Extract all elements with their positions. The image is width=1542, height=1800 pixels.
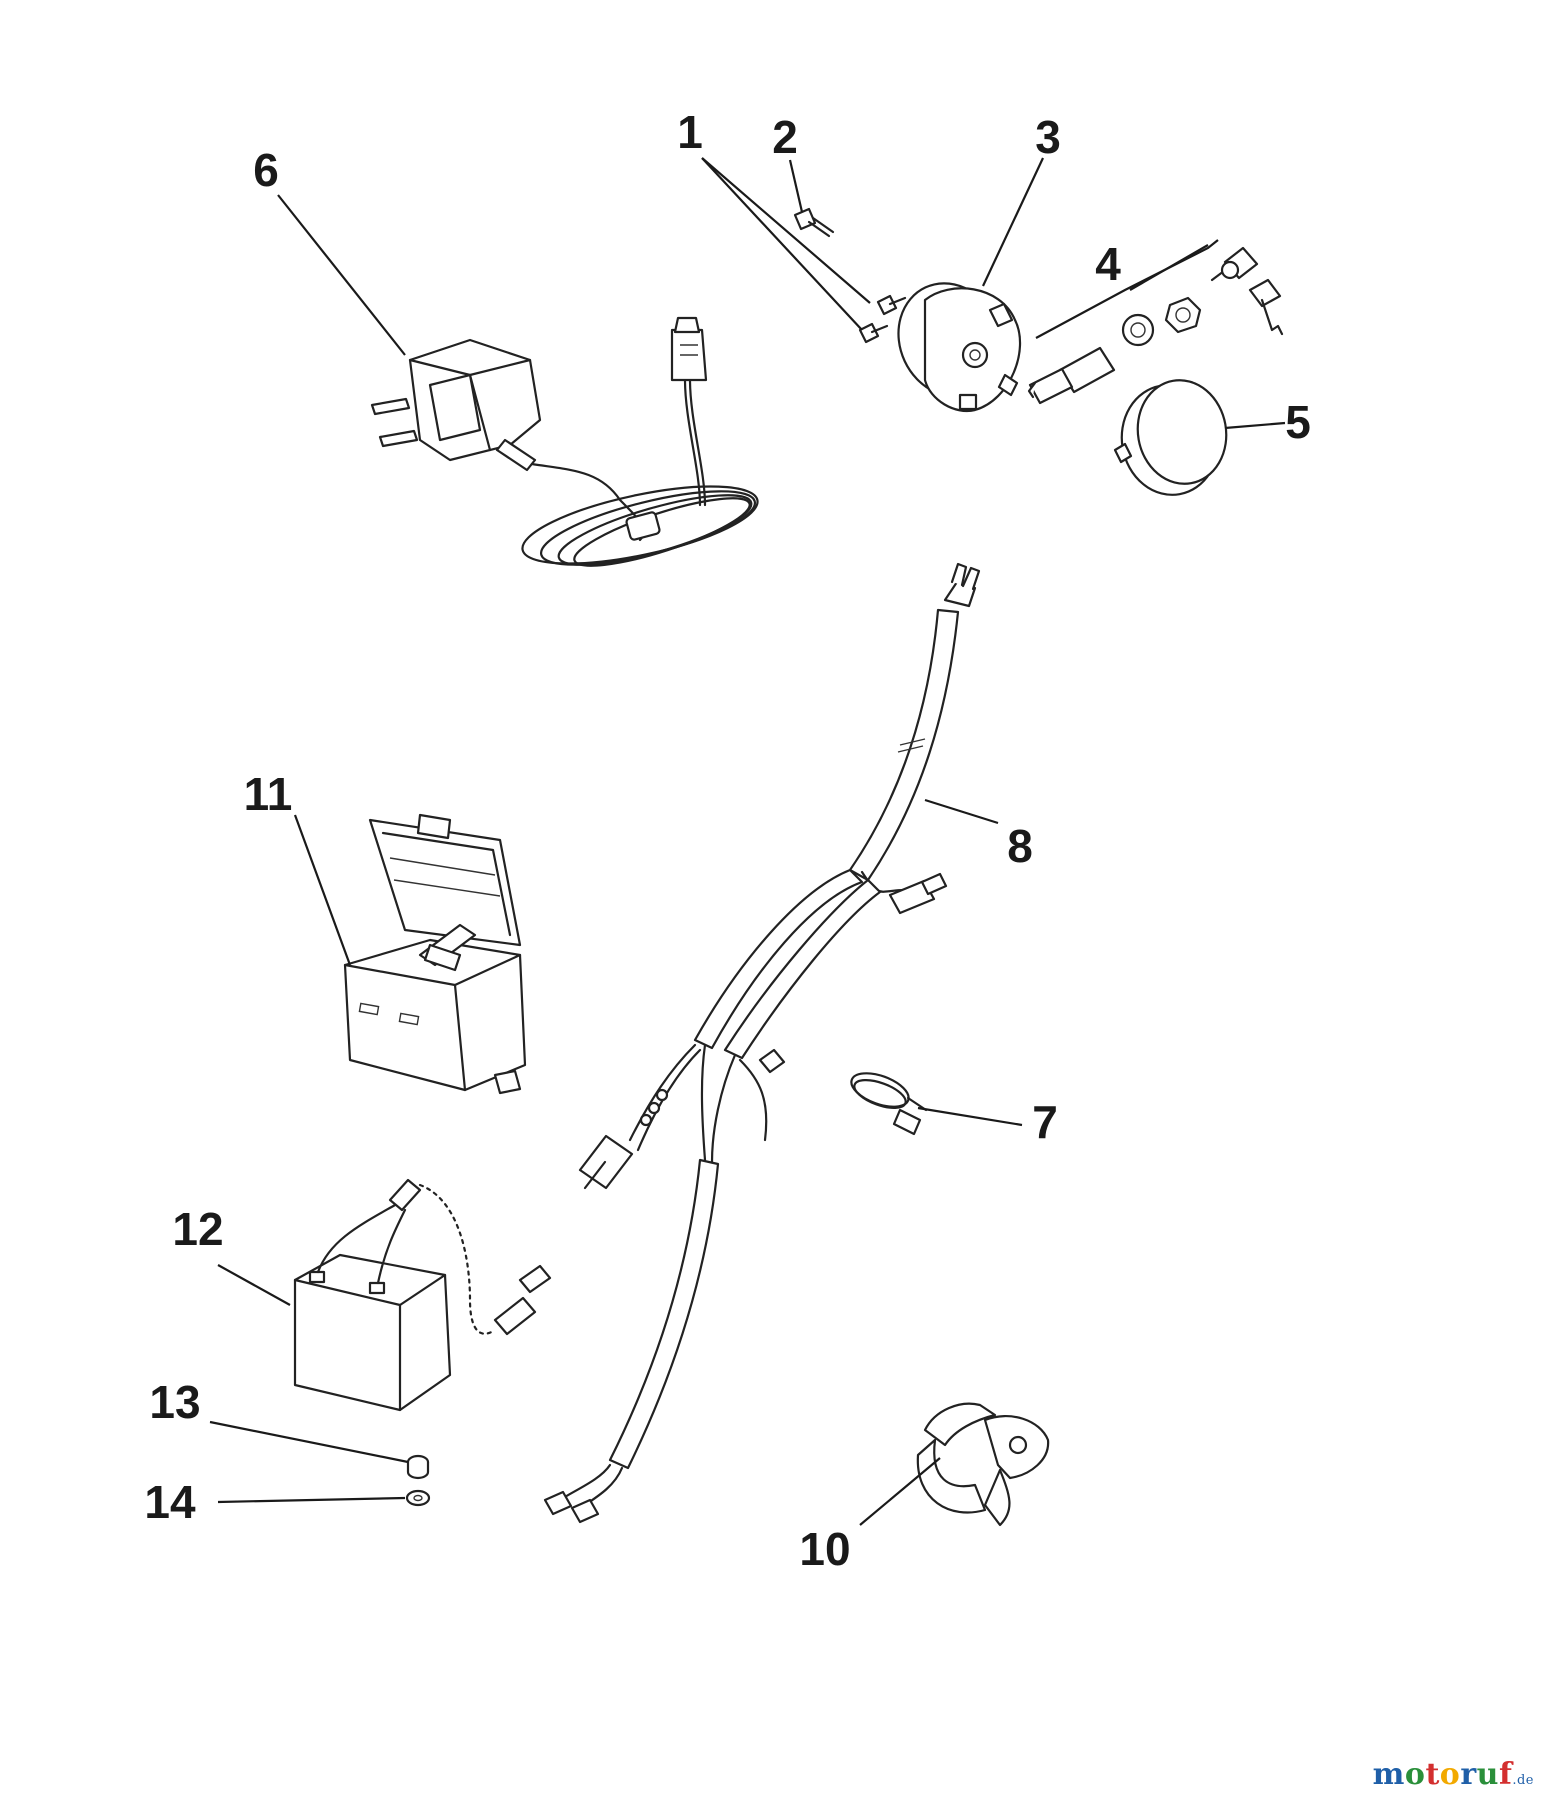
leader-4-bracket xyxy=(1129,244,1209,291)
part-6-charger-illustration xyxy=(370,316,759,567)
label-part-13: 13 xyxy=(149,1376,200,1428)
leader-14 xyxy=(217,1496,406,1504)
part-14-washer-illustration xyxy=(405,1489,431,1507)
leader-11 xyxy=(293,814,352,966)
part-10-clip-illustration xyxy=(916,1402,1050,1527)
label-part-7: 7 xyxy=(1032,1096,1058,1148)
label-part-5: 5 xyxy=(1285,396,1311,448)
watermark-letter: r xyxy=(1460,1757,1477,1792)
watermark-text: motoruf xyxy=(1373,1757,1513,1792)
part-11-battery-box-illustration xyxy=(343,813,527,1095)
label-part-8: 8 xyxy=(1007,820,1033,872)
label-part-11: 11 xyxy=(244,768,293,820)
watermark-logo: motoruf.de xyxy=(1373,1757,1534,1792)
leader-8 xyxy=(924,798,999,825)
part-8-wiring-harness-illustration xyxy=(543,562,981,1524)
label-part-10: 10 xyxy=(799,1523,850,1575)
part-13-nut-illustration xyxy=(406,1454,430,1480)
watermark-letter: o xyxy=(1404,1757,1426,1792)
leader-5 xyxy=(1224,421,1286,430)
label-part-1: 1 xyxy=(677,106,703,158)
watermark-letter: u xyxy=(1476,1757,1499,1792)
leader-2 xyxy=(788,159,804,213)
leader-13 xyxy=(209,1420,409,1464)
leader-6 xyxy=(277,194,406,356)
label-part-14: 14 xyxy=(144,1476,196,1528)
part-7-cable-tie-illustration xyxy=(850,1072,928,1136)
watermark-suffix: .de xyxy=(1512,1773,1534,1788)
leader-10 xyxy=(859,1457,941,1526)
part-labels: 1 2 3 4 5 6 7 8 10 11 12 13 14 xyxy=(144,106,1310,1575)
leader-1a xyxy=(701,157,871,304)
label-part-12: 12 xyxy=(172,1203,223,1255)
watermark-letter: t xyxy=(1425,1757,1440,1792)
part-1-screws-illustration xyxy=(858,294,907,344)
label-part-3: 3 xyxy=(1035,111,1061,163)
leader-12 xyxy=(217,1264,291,1306)
leader-3 xyxy=(982,157,1044,287)
watermark-letter: f xyxy=(1498,1757,1513,1792)
label-part-6: 6 xyxy=(253,144,279,196)
leader-7 xyxy=(917,1106,1023,1127)
part-4-key-switch-illustration xyxy=(1027,246,1284,405)
watermark-letter: m xyxy=(1372,1757,1405,1792)
label-part-2: 2 xyxy=(772,111,798,163)
watermark-letter: o xyxy=(1439,1757,1461,1792)
part-5-cap-illustration xyxy=(1113,379,1228,496)
part-12-battery-illustration xyxy=(293,1178,552,1412)
part-3-switch-housing-illustration xyxy=(897,282,1022,413)
part-2-screw-illustration xyxy=(793,207,835,238)
leader-1b xyxy=(701,157,863,331)
leader-lines xyxy=(209,157,1286,1526)
label-part-4: 4 xyxy=(1095,238,1121,290)
